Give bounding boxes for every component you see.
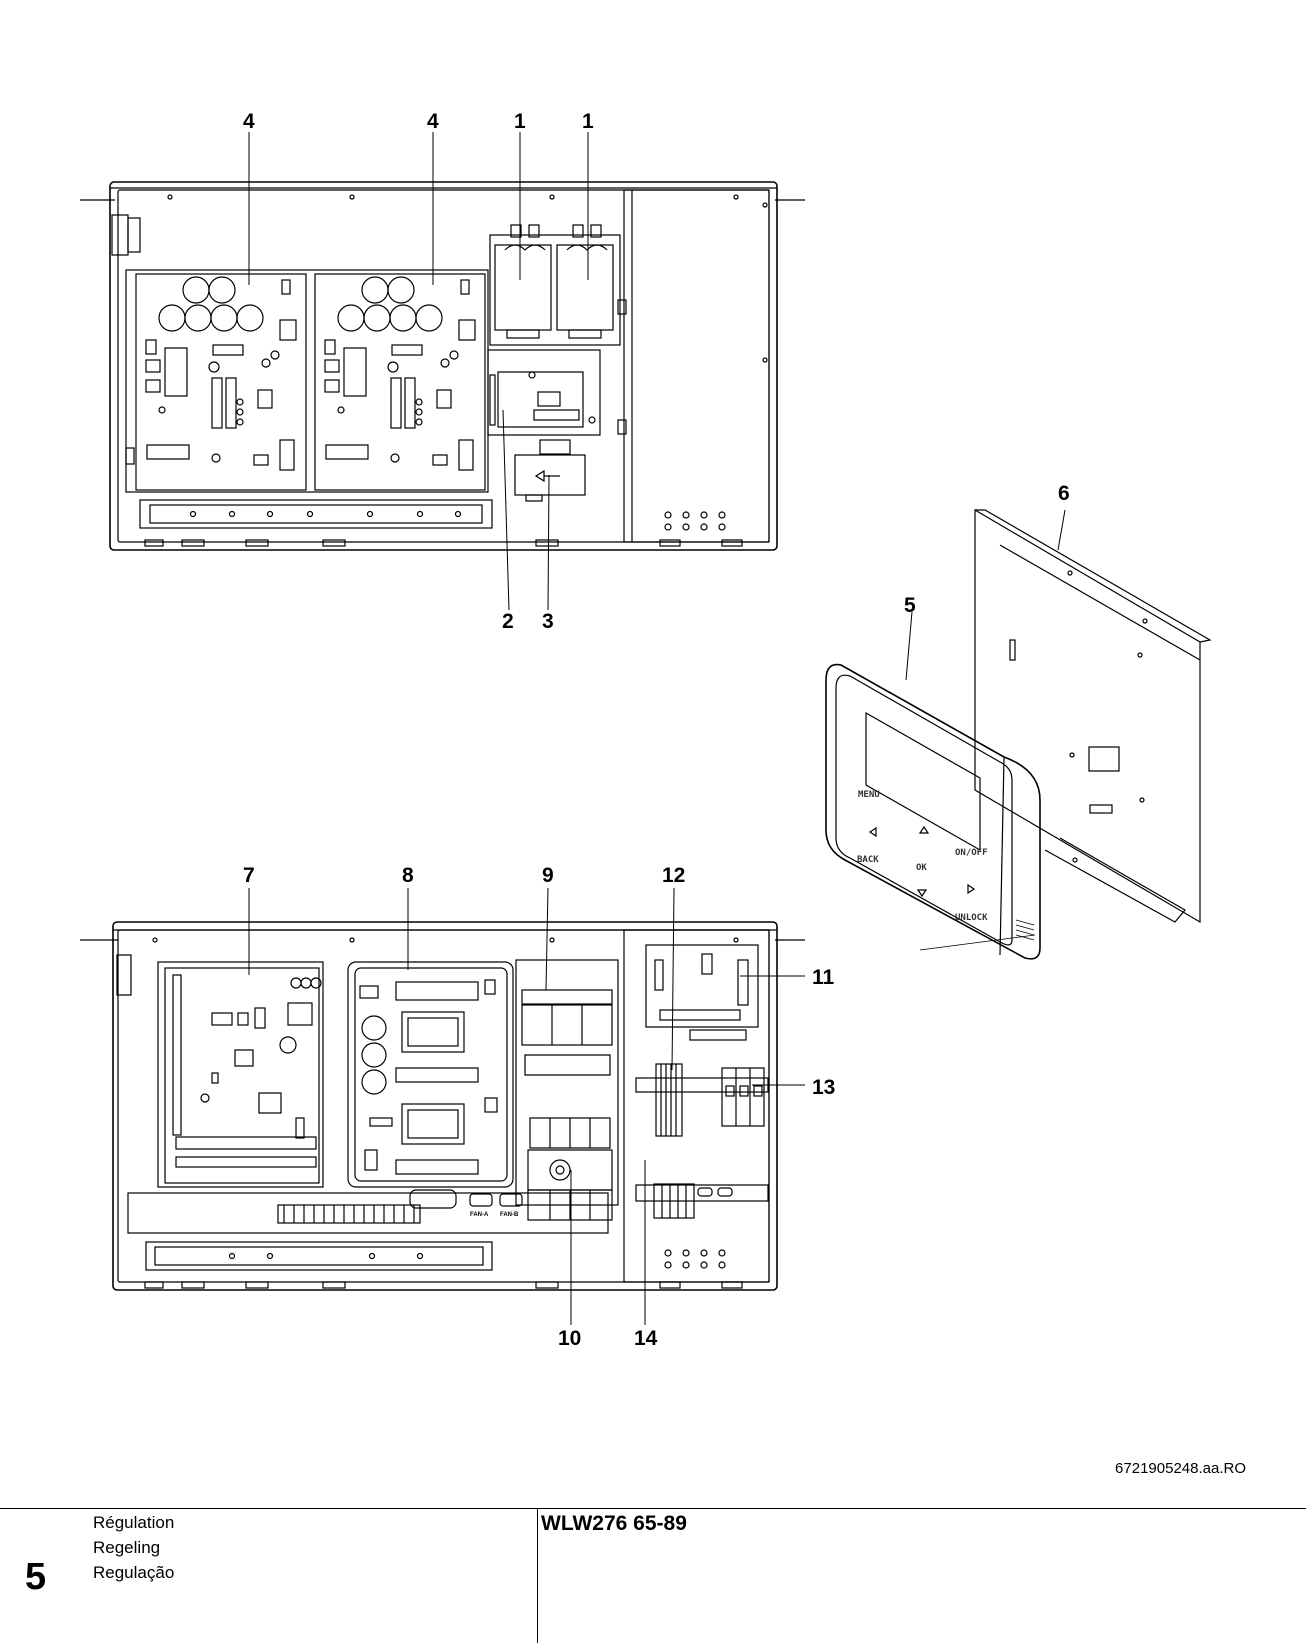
mounting-plate <box>974 508 1212 924</box>
section-title-fr: Régulation <box>93 1513 175 1532</box>
callout-10: 10 <box>558 1327 581 1350</box>
unlock-button[interactable]: UNLOCK <box>955 913 988 923</box>
callout-2: 2 <box>502 610 514 633</box>
ok-button[interactable]: OK <box>916 863 927 873</box>
section-title-pt: Regulação <box>93 1563 175 1582</box>
page-number: 5 <box>25 1556 47 1598</box>
back-button[interactable]: BACK <box>857 855 879 865</box>
drawing-reference: 6721905248.aa.RO <box>1115 1460 1246 1477</box>
callout-6: 6 <box>1058 482 1070 505</box>
terminal-block <box>655 1063 683 1137</box>
fan-a-connector <box>469 1193 493 1207</box>
callout-3: 3 <box>542 610 554 633</box>
down-arrow-icon[interactable] <box>916 889 928 898</box>
fan-b-connector <box>499 1193 523 1207</box>
fan-a-label: FAN-A <box>470 1212 489 1218</box>
callout-1b: 1 <box>582 110 594 133</box>
interface-pcb <box>645 944 759 1028</box>
speaker-grille-icon <box>1015 919 1035 941</box>
up-arrow-icon[interactable] <box>918 825 930 834</box>
room-controller-assembly: MENU BACK OK ON/OFF UNLOCK <box>825 508 1212 960</box>
footer-divider <box>537 1508 538 1643</box>
callout-1a: 1 <box>514 110 526 133</box>
bottom-cabinet <box>80 887 805 1325</box>
callout-4a: 4 <box>243 110 255 133</box>
fan-b-label: FAN-B <box>500 1212 519 1218</box>
control-pcb <box>157 961 324 1188</box>
inverter-pcb <box>347 961 514 1188</box>
callout-5: 5 <box>904 594 916 617</box>
onoff-button[interactable]: ON/OFF <box>955 848 988 858</box>
product-model: WLW276 65-89 <box>541 1512 687 1535</box>
footer-rule <box>0 1508 1306 1509</box>
controller-display <box>865 711 981 852</box>
callout-14: 14 <box>634 1327 658 1350</box>
callout-9: 9 <box>542 864 554 887</box>
top-cabinet <box>80 132 805 611</box>
right-arrow-icon[interactable] <box>967 883 976 895</box>
section-titles: Régulation Regeling Regulação <box>93 1510 174 1585</box>
left-arrow-icon[interactable] <box>868 826 877 838</box>
callout-4b: 4 <box>427 110 439 133</box>
callout-11: 11 <box>812 966 835 989</box>
callout-12: 12 <box>662 864 685 887</box>
menu-button[interactable]: MENU <box>858 790 880 800</box>
callout-13: 13 <box>812 1076 835 1099</box>
circuit-breakers <box>721 1067 765 1127</box>
contactor <box>521 989 613 1005</box>
callout-8: 8 <box>402 864 414 887</box>
controller-housing <box>825 663 1041 960</box>
section-title-nl: Regeling <box>93 1538 161 1557</box>
callout-7: 7 <box>243 864 255 887</box>
